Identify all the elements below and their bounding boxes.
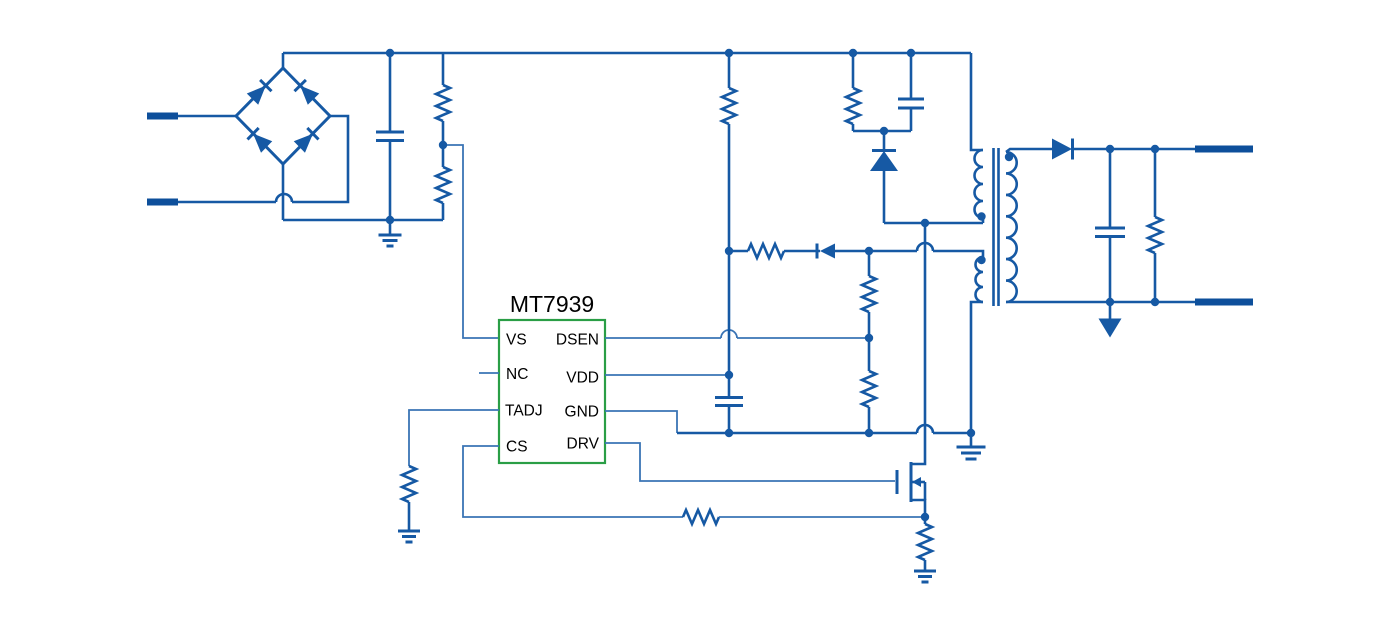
ac-input — [147, 112, 350, 206]
phase-dot-aux — [977, 255, 986, 265]
power-mosfet — [895, 223, 927, 517]
output-capacitor — [1095, 149, 1125, 302]
ground-arrow-icon — [1098, 318, 1122, 338]
clamp-diode — [870, 131, 898, 223]
resistor — [858, 274, 880, 314]
tadj-network — [398, 409, 499, 544]
pin-label-tadj: TADJ — [505, 403, 543, 420]
rcd-snubber — [842, 53, 983, 225]
bridge-diode-lower-right — [293, 126, 320, 153]
bridge-diamond — [234, 65, 333, 167]
mosfet-arrow — [912, 477, 921, 487]
junction — [724, 370, 734, 380]
phase-dot-primary — [977, 212, 986, 221]
junction — [879, 126, 889, 136]
aux-rectifier-diode — [815, 243, 835, 259]
junction — [864, 246, 874, 256]
vs-sense-wire — [443, 144, 499, 339]
gate-drive — [605, 442, 895, 482]
junction — [1150, 297, 1160, 307]
gnd-wire — [605, 410, 678, 433]
junction-dots — [385, 48, 1160, 522]
cs-wire — [462, 445, 683, 518]
resistor — [432, 165, 454, 205]
wire — [292, 114, 350, 204]
aux-bottom-lead — [969, 300, 983, 433]
dc-output-positive-terminal — [1195, 145, 1253, 153]
junction — [906, 48, 916, 58]
resistor — [1144, 215, 1166, 255]
pin-label-drv: DRV — [567, 436, 600, 453]
flyback-transformer — [969, 53, 1195, 433]
junction — [1105, 297, 1115, 307]
resistor — [398, 464, 420, 504]
junction — [920, 512, 930, 522]
junction — [724, 246, 734, 256]
junction — [724, 428, 734, 438]
wire — [933, 249, 985, 257]
bulk-capacitor — [376, 53, 404, 220]
junction — [724, 48, 734, 58]
resistor — [681, 506, 721, 528]
ac-neutral-terminal — [147, 198, 178, 206]
junction — [385, 48, 395, 58]
junction — [1105, 144, 1115, 154]
bridge-rectifier — [234, 53, 333, 220]
ac-line-terminal — [147, 112, 178, 120]
junction — [1150, 144, 1160, 154]
resistor — [842, 86, 864, 126]
pin-label-cs: CS — [506, 439, 528, 456]
junction — [438, 140, 448, 150]
junction — [848, 48, 858, 58]
pin-label-gnd: GND — [565, 404, 599, 421]
drv-wire — [605, 442, 895, 482]
output-load-resistor — [1144, 149, 1166, 302]
junction — [385, 215, 395, 225]
pin-label-vs: VS — [506, 332, 527, 349]
resistor — [746, 240, 786, 262]
drain-lead — [911, 223, 927, 466]
controller-ic: MT7939 VS NC TADJ CS DSEN VDD GND DRV — [479, 291, 607, 465]
pin-label-dsen: DSEN — [556, 332, 599, 349]
junction — [966, 428, 976, 438]
resistor — [718, 86, 740, 126]
junction — [864, 428, 874, 438]
primary-winding — [973, 148, 984, 220]
pin-label-nc: NC — [506, 366, 528, 383]
tadj-wire — [408, 409, 499, 466]
ic-body — [497, 318, 607, 465]
ic-label: MT7939 — [510, 291, 594, 317]
phase-dot-secondary — [1004, 152, 1014, 162]
resistor — [914, 522, 936, 562]
bridge-diode-lower-left — [246, 126, 273, 153]
aux-winding — [974, 255, 984, 304]
bridge-diode-upper-left — [246, 78, 273, 105]
secondary-winding — [1005, 150, 1018, 304]
resistor — [432, 83, 454, 123]
junction — [864, 333, 874, 343]
bridge-diode-upper-right — [293, 78, 320, 105]
dc-output-negative-terminal — [1195, 298, 1253, 306]
cs-network — [462, 445, 925, 528]
pin-label-vdd: VDD — [566, 370, 599, 387]
output-stage — [1052, 138, 1253, 338]
secondary-top-lead — [1005, 147, 1052, 154]
resistor — [858, 369, 880, 409]
junction — [920, 218, 930, 228]
